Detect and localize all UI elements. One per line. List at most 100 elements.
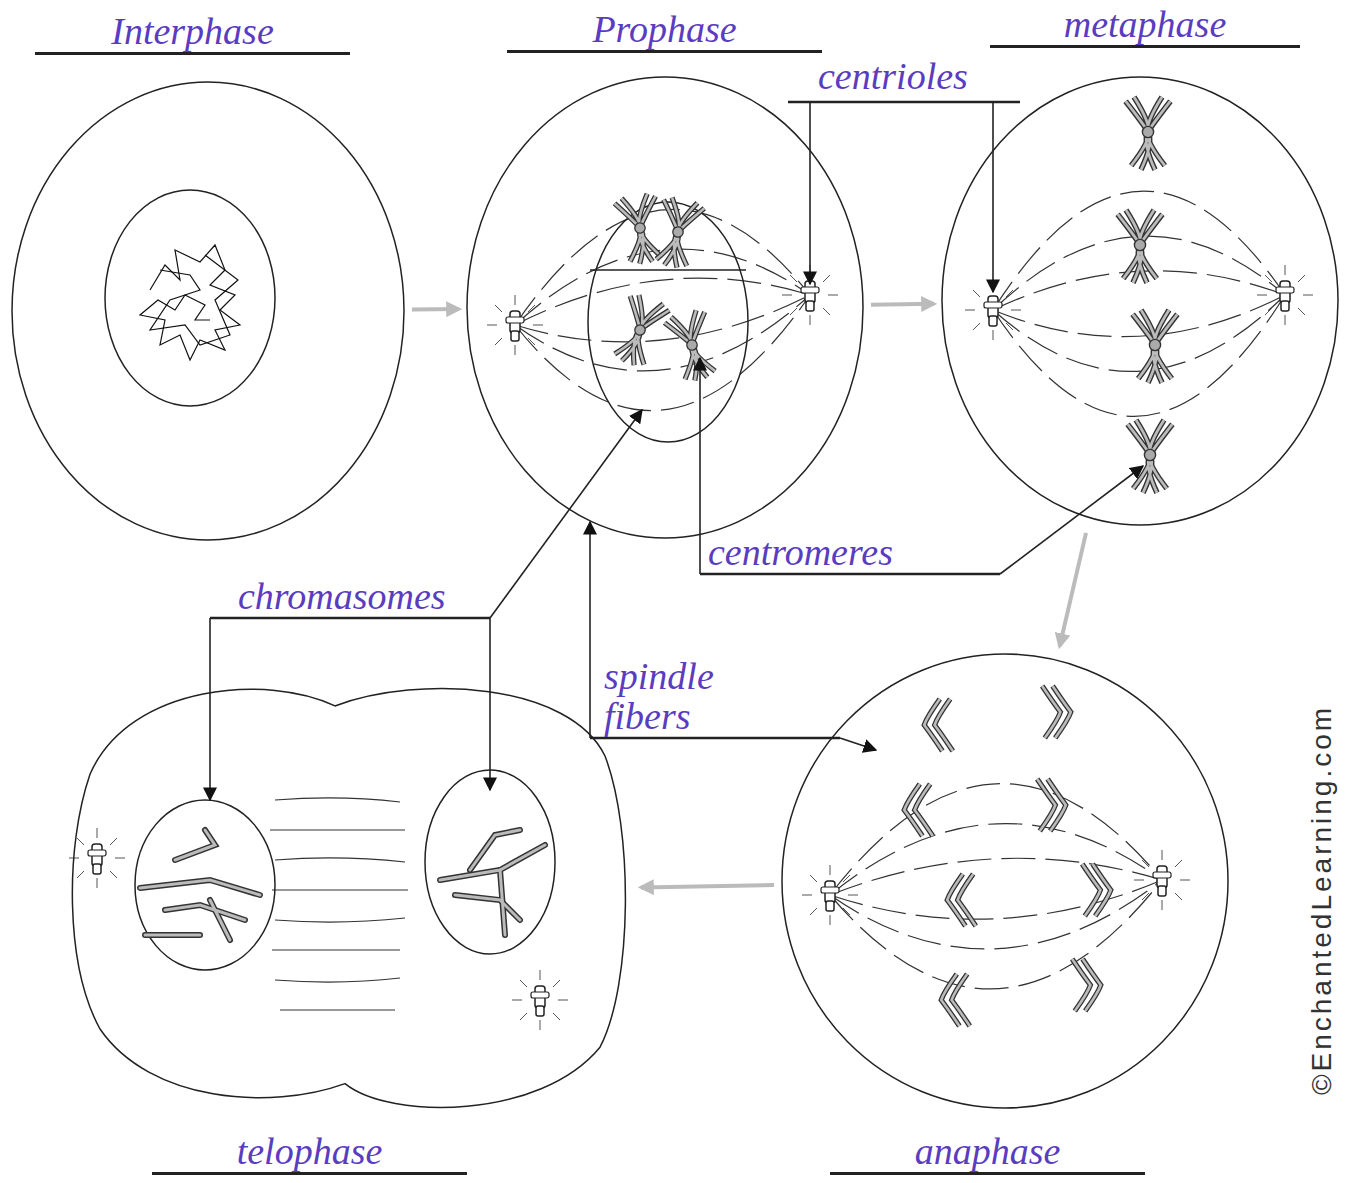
- label-underline: [788, 101, 1020, 104]
- chromosome: [175, 830, 215, 860]
- chromatid: [947, 874, 976, 926]
- part-label: centrioles: [818, 56, 968, 96]
- chromosome: [470, 830, 520, 870]
- centriole: [802, 865, 858, 925]
- spindle-fibers: [515, 278, 810, 325]
- chromosome: [145, 932, 200, 938]
- spindle-fibers: [993, 295, 1285, 416]
- spindle-fibers: [280, 1009, 395, 1010]
- chromosome: [140, 830, 545, 940]
- chromosome: [663, 308, 721, 384]
- part-label: centromeres: [708, 532, 893, 572]
- watermark: ©EnchantedLearning.com: [1306, 705, 1338, 1095]
- chromosome: [165, 905, 245, 920]
- spindle-fibers: [515, 209, 810, 410]
- chromosome: [455, 895, 520, 920]
- cell-membrane: [72, 689, 625, 1108]
- leader-line: [490, 410, 642, 618]
- prophase-nucleus: [590, 269, 746, 271]
- leader-line: [210, 102, 1143, 800]
- spindle-fibers: [830, 880, 1162, 989]
- centriole: [512, 970, 568, 1030]
- leader-line: [589, 522, 591, 738]
- spindle-fibers: [993, 295, 1285, 337]
- spindle-fibers: [830, 880, 1162, 919]
- cell-membrane: [465, 75, 865, 540]
- chromatid: [904, 784, 933, 836]
- label-underline: [210, 617, 490, 620]
- chromatid: [1037, 779, 1066, 831]
- chromatin: [150, 255, 238, 345]
- spindle-fibers: [993, 191, 1285, 310]
- chromosome: [140, 880, 260, 895]
- centriole: [802, 850, 1190, 925]
- leader-line: [1000, 466, 1143, 574]
- chromosome: [440, 845, 545, 880]
- spindle-fibers: [830, 824, 1162, 895]
- spindle-fibers: [515, 295, 810, 342]
- cell: metaphase: [940, 75, 1340, 527]
- spindle-fibers: [830, 784, 1162, 895]
- chromatid: [904, 686, 1111, 1026]
- leader-line: [699, 358, 701, 574]
- spindle-fibers: [993, 271, 1285, 310]
- cell: Prophase: [465, 75, 865, 540]
- chromosome: [140, 880, 260, 895]
- chromosome: [175, 830, 215, 860]
- phase-heading: anaphase: [830, 1130, 1145, 1175]
- cell-membrane: [65, 665, 635, 1120]
- cell-membrane: [467, 77, 863, 538]
- centriole: [487, 295, 543, 355]
- chromosome: [140, 830, 545, 940]
- spindle-fibers: [993, 295, 1285, 371]
- chromosome: [140, 830, 545, 940]
- chromatid: [1072, 959, 1101, 1011]
- part-label: chromasomes: [238, 576, 446, 616]
- spindle-fibers: [993, 191, 1285, 416]
- daughter-nucleus: [135, 800, 275, 970]
- chromosome: [1118, 97, 1178, 493]
- spindle-fibers: [270, 798, 408, 1010]
- phase-heading: telophase: [152, 1130, 467, 1175]
- leader-line: [809, 102, 811, 284]
- chromosome: [650, 196, 705, 271]
- chromosome: [440, 845, 545, 880]
- centriole: [69, 828, 568, 1030]
- chromosome: [210, 900, 230, 940]
- centriole: [487, 265, 838, 355]
- chromosome: [608, 292, 670, 370]
- chromosome: [210, 900, 230, 940]
- spindle-fibers: [270, 829, 405, 830]
- cell: anaphase: [780, 652, 1230, 1110]
- centriole: [1134, 850, 1190, 910]
- label-underline: [700, 573, 1000, 576]
- chromosome: [500, 870, 505, 935]
- label-underline: [590, 737, 840, 740]
- spindle-fibers: [275, 798, 400, 802]
- cell-membrane: [12, 82, 404, 540]
- centriole: [69, 828, 125, 888]
- phase-heading: Prophase: [507, 8, 822, 53]
- chromosome: [1128, 420, 1173, 493]
- spindle-fibers: [275, 918, 405, 922]
- label-underline: [210, 102, 1020, 738]
- spindle-fibers: [272, 949, 400, 950]
- chromosome: [165, 905, 245, 920]
- cell-membrane: [780, 652, 1230, 1110]
- chromosome: [608, 192, 721, 384]
- phase-arrow: [641, 885, 774, 887]
- cell-membrane: [940, 75, 1340, 527]
- chromosome: [1133, 310, 1178, 383]
- leader-line: [489, 618, 491, 790]
- chromatin: [140, 245, 240, 360]
- daughter-nucleus: [425, 770, 555, 954]
- chromatid: [924, 699, 953, 751]
- phase-arrow: [871, 302, 934, 307]
- cell-membrane: [942, 77, 1338, 525]
- prophase-nucleus: [588, 202, 748, 442]
- chromatid: [1082, 864, 1111, 916]
- phase-heading: Interphase: [35, 10, 350, 55]
